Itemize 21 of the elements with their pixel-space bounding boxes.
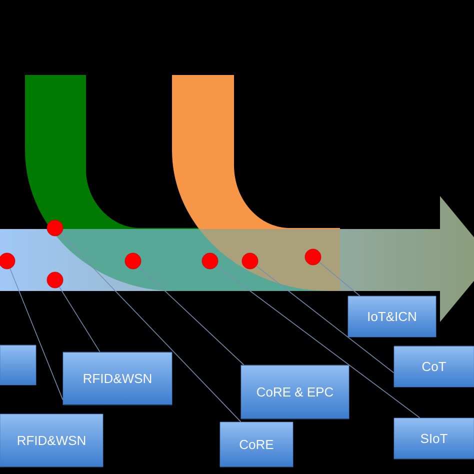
label-box: RFID&WSN	[62, 352, 172, 406]
leader-line	[10, 268, 64, 400]
marker-dot	[124, 252, 142, 270]
leader-line	[138, 266, 244, 366]
marker-dot	[46, 272, 64, 288]
label-box: SIoT	[394, 418, 474, 460]
leader-line	[256, 266, 394, 374]
leader-line	[318, 262, 360, 296]
label-box: CoRE & EPC	[240, 364, 350, 420]
leader-line	[60, 234, 242, 422]
leader-line	[216, 266, 420, 418]
label-box	[0, 344, 36, 386]
label-box: RFID&WSN	[0, 414, 104, 468]
marker-dot	[46, 220, 64, 236]
label-box: IoT&ICN	[348, 296, 436, 338]
leader-line	[58, 286, 100, 352]
marker-dot	[202, 252, 218, 270]
marker-dot	[304, 248, 322, 266]
label-box: CoRE	[220, 422, 294, 468]
label-box: CoT	[394, 346, 474, 388]
marker-dot	[242, 252, 258, 270]
